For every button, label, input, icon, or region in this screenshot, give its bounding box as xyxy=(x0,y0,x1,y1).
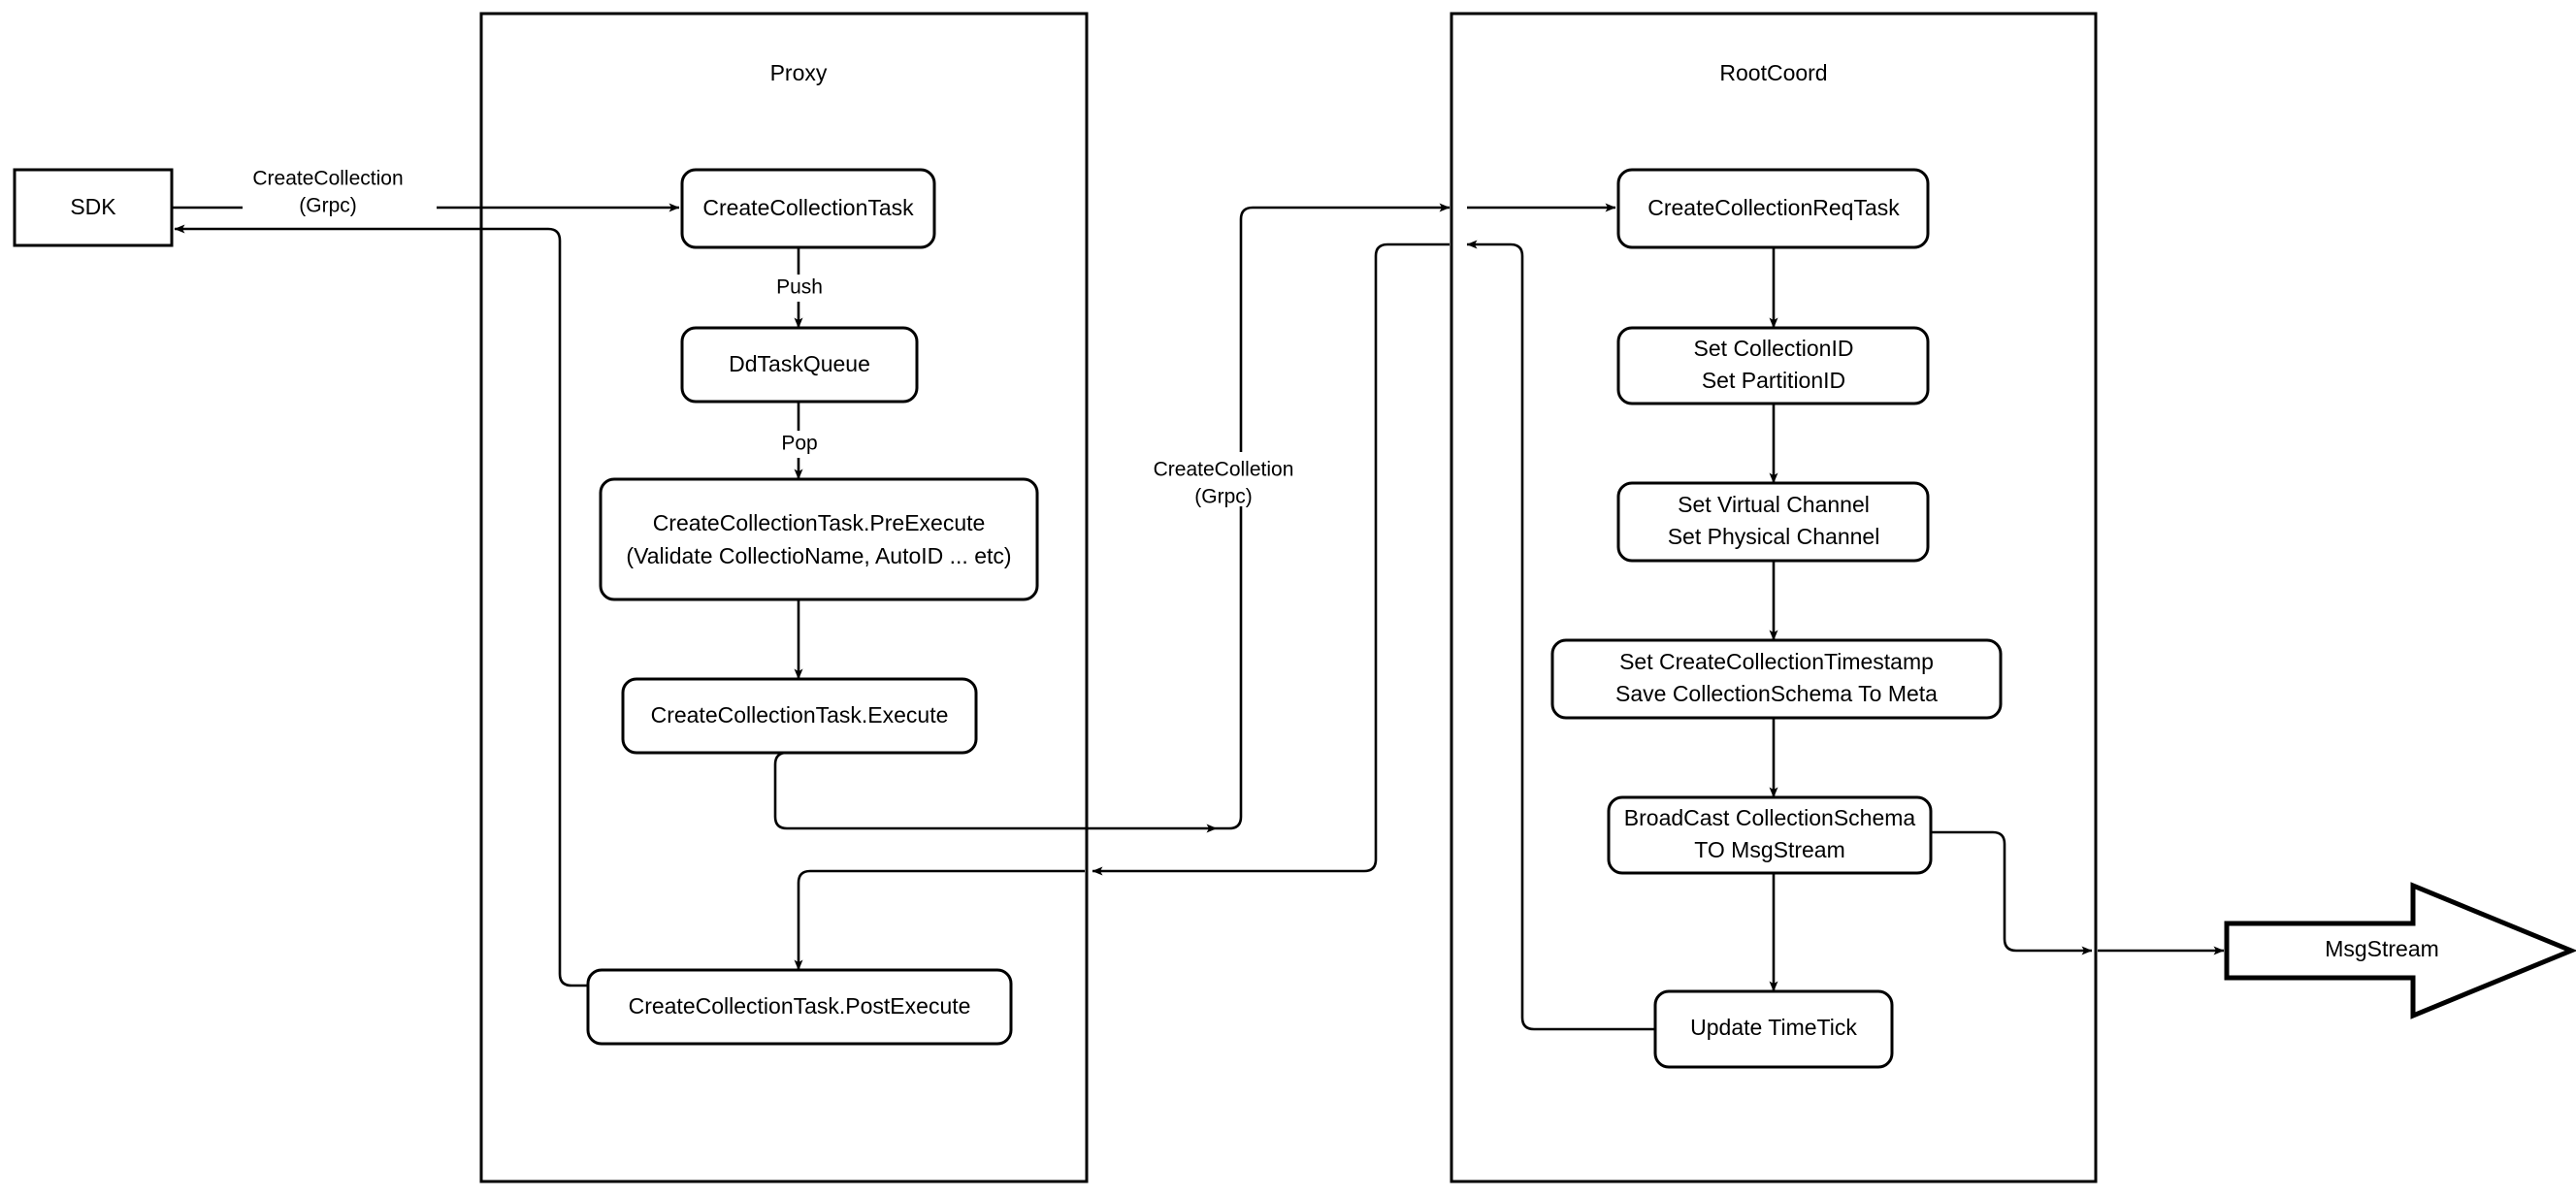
pre-execute-label-line2: (Validate CollectioName, AutoID ... etc) xyxy=(626,543,1011,568)
pre-execute-label-line1: CreateCollectionTask.PreExecute xyxy=(653,510,986,535)
proxy-to-rootcoord-label-line2: (Grpc) xyxy=(1194,486,1253,508)
edge-grpc-to-rootcoord-boundary xyxy=(1217,203,1451,830)
node-dd-task-queue[interactable]: DdTaskQueue xyxy=(680,326,919,404)
sdk-rect xyxy=(13,168,174,247)
set-channels-rect xyxy=(1616,481,1930,563)
node-create-collection-task[interactable]: CreateCollectionTask xyxy=(680,168,936,249)
set-timestamp-label-line1: Set CreateCollectionTimestamp xyxy=(1619,649,1934,674)
set-ids-label-line1: Set CollectionID xyxy=(1694,336,1854,361)
edge-label-push: Push xyxy=(766,275,832,302)
broadcast-label-line2: TO MsgStream xyxy=(1694,837,1845,862)
set-channels-label-line2: Set Physical Channel xyxy=(1668,524,1880,549)
edge-update-timetick-to-boundary xyxy=(1466,240,1655,1031)
node-pre-execute[interactable]: CreateCollectionTask.PreExecute (Validat… xyxy=(599,477,1039,601)
node-post-execute[interactable]: CreateCollectionTask.PostExecute xyxy=(586,968,1013,1046)
rootcoord-container-label: RootCoord xyxy=(1719,60,1827,85)
create-collection-req-task-rect xyxy=(1616,168,1930,249)
edge-broadcast-out-of-rootcoord xyxy=(1931,830,2093,955)
create-collection-req-task-label: CreateCollectionReqTask xyxy=(1647,195,1900,220)
push-label-bg xyxy=(766,275,832,302)
create-collection-task-rect xyxy=(680,168,936,249)
sdk-label: SDK xyxy=(70,194,116,219)
broadcast-rect xyxy=(1607,795,1933,875)
sdk-to-proxy-label-line1: CreateCollection xyxy=(252,168,403,190)
node-create-collection-req-task[interactable]: CreateCollectionReqTask xyxy=(1616,168,1930,249)
node-broadcast[interactable]: BroadCast CollectionSchema TO MsgStream xyxy=(1607,795,1933,875)
set-timestamp-label-line2: Save CollectionSchema To Meta xyxy=(1615,681,1938,706)
edge-rootcoord-back-to-proxy xyxy=(1092,243,1450,876)
edge-label-sdk-to-proxy: CreateCollection (Grpc) xyxy=(243,163,437,217)
post-execute-rect xyxy=(586,968,1013,1046)
node-update-timetick[interactable]: Update TimeTick xyxy=(1653,989,1894,1069)
node-execute[interactable]: CreateCollectionTask.Execute xyxy=(621,677,978,755)
broadcast-label-line1: BroadCast CollectionSchema xyxy=(1624,805,1916,830)
node-set-timestamp[interactable]: Set CreateCollectionTimestamp Save Colle… xyxy=(1550,638,2003,720)
edge-label-proxy-to-rootcoord: CreateColletion (Grpc) xyxy=(1143,452,1339,508)
msgstream-arrow-shape xyxy=(2224,882,2576,1019)
pop-label: Pop xyxy=(781,433,817,455)
msgstream-label: MsgStream xyxy=(2325,936,2439,961)
proxy-to-rootcoord-label-line1: CreateColletion xyxy=(1154,459,1294,481)
node-set-channels[interactable]: Set Virtual Channel Set Physical Channel xyxy=(1616,481,1930,563)
dd-task-queue-label: DdTaskQueue xyxy=(729,351,870,376)
node-sdk[interactable]: SDK xyxy=(13,168,174,247)
dd-task-queue-rect xyxy=(680,326,919,404)
pop-label-bg xyxy=(770,431,829,458)
push-label: Push xyxy=(776,276,823,299)
post-execute-label: CreateCollectionTask.PostExecute xyxy=(629,993,971,1019)
execute-label: CreateCollectionTask.Execute xyxy=(651,702,949,728)
update-timetick-label: Update TimeTick xyxy=(1690,1015,1857,1040)
set-ids-label-line2: Set PartitionID xyxy=(1702,368,1845,393)
sdk-to-proxy-label-line2: (Grpc) xyxy=(299,195,357,217)
set-timestamp-rect xyxy=(1550,638,2003,720)
edge-label-pop: Pop xyxy=(770,431,829,458)
edge-into-post-execute xyxy=(794,869,1085,971)
pre-execute-rect xyxy=(599,477,1039,601)
edge-post-execute-to-sdk xyxy=(174,224,588,987)
set-ids-rect xyxy=(1616,326,1930,405)
proxy-to-rootcoord-label-bg xyxy=(1143,452,1339,506)
proxy-container-label: Proxy xyxy=(770,60,828,85)
node-msgstream[interactable]: MsgStream xyxy=(2224,882,2576,1019)
set-channels-label-line1: Set Virtual Channel xyxy=(1678,492,1870,517)
create-collection-task-label: CreateCollectionTask xyxy=(702,195,914,220)
update-timetick-rect xyxy=(1653,989,1894,1069)
execute-rect xyxy=(621,677,978,755)
sdk-to-proxy-label-bg xyxy=(243,163,437,217)
node-set-ids[interactable]: Set CollectionID Set PartitionID xyxy=(1616,326,1930,405)
